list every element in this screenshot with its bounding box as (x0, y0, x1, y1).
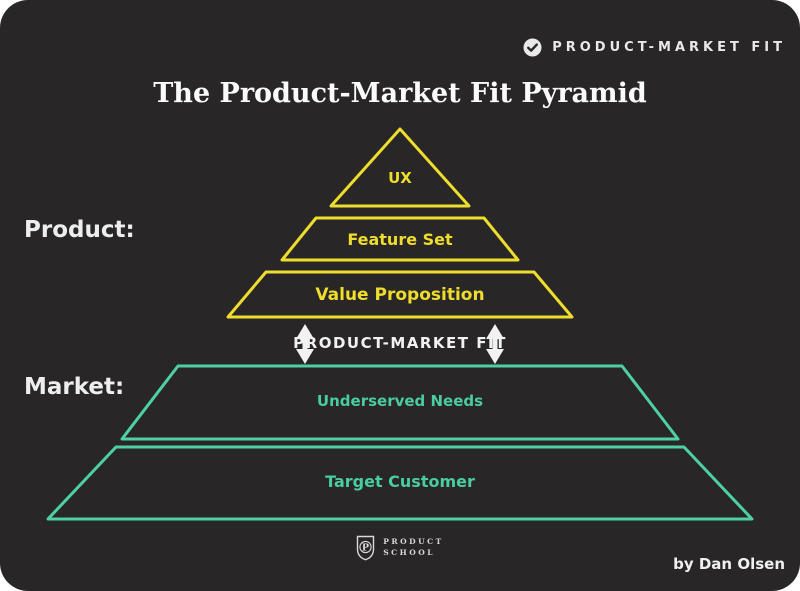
target-customer-layer-label: Target Customer (325, 472, 475, 491)
value-proposition-shape (226, 270, 574, 319)
feature-set-layer-label: Feature Set (347, 230, 453, 249)
underserved-needs-layer-label: Underserved Needs (316, 392, 484, 410)
logo-line-1: PRODUCT (383, 537, 444, 547)
feature-set-shape (280, 216, 520, 262)
value-proposition-layer-label: Value Proposition (315, 285, 485, 305)
shield-icon: P (357, 535, 375, 561)
logo-wordmark: PRODUCT SCHOOL (383, 537, 444, 559)
product-market-fit-badge: PRODUCT-MARKET FIT (523, 38, 786, 57)
product-school-logo: P PRODUCT SCHOOL (0, 535, 800, 561)
ux-layer-label: UX (388, 169, 412, 187)
target-customer-shape (46, 445, 754, 521)
check-circle-icon (523, 38, 542, 57)
badge-label: PRODUCT-MARKET FIT (552, 40, 786, 55)
author-credit: by Dan Olsen (673, 555, 785, 573)
double-arrow-icon (296, 324, 314, 364)
logo-letter: P (362, 542, 369, 553)
underserved-needs-shape (120, 364, 680, 441)
double-arrow-icon (486, 324, 504, 364)
ux-triangle-shape (329, 127, 471, 208)
product-side-label: Product: (24, 217, 135, 243)
page-title: The Product-Market Fit Pyramid (153, 78, 647, 109)
market-side-label: Market: (24, 374, 125, 400)
logo-line-2: SCHOOL (383, 548, 436, 557)
product-market-fit-label: PRODUCT-MARKET FIT (293, 334, 507, 352)
